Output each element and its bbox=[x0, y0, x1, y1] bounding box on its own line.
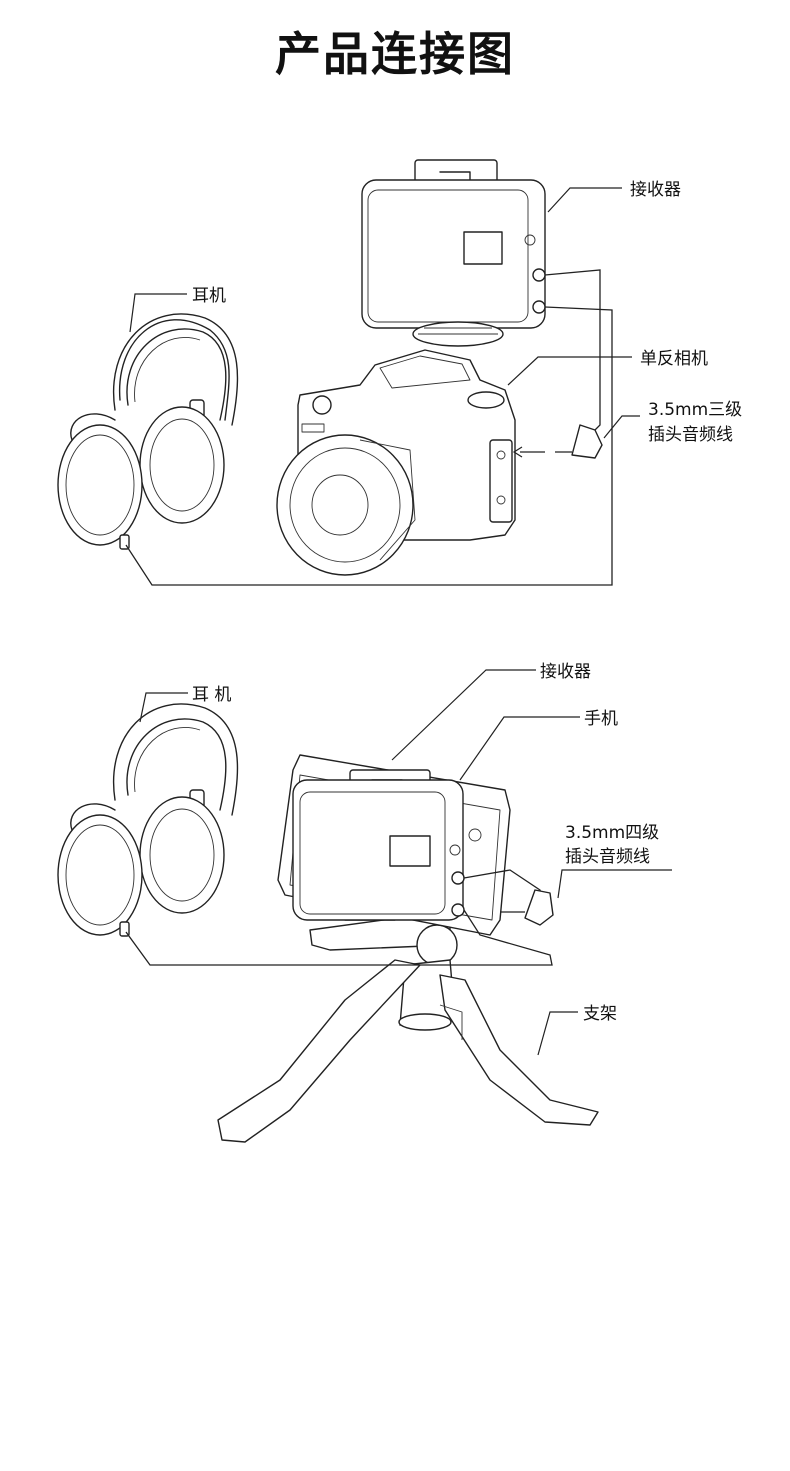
page-title: 产品连接图 bbox=[275, 27, 515, 81]
label-phone: 手机 bbox=[584, 709, 618, 729]
leader-cable-2 bbox=[557, 869, 672, 899]
headphones-illustration-1 bbox=[57, 313, 239, 550]
label-cable-1-line1: 3.5mm三级 bbox=[648, 400, 742, 420]
leader-phone bbox=[459, 716, 580, 781]
cables-2 bbox=[125, 869, 554, 966]
leader-headphones-1 bbox=[129, 293, 187, 333]
label-cable-1-line2: 插头音频线 bbox=[648, 425, 733, 445]
stand-illustration bbox=[217, 914, 599, 1143]
label-stand: 支架 bbox=[583, 1004, 617, 1024]
label-camera: 单反相机 bbox=[640, 349, 708, 369]
label-receiver-1: 接收器 bbox=[630, 180, 681, 200]
label-headphones-1: 耳机 bbox=[192, 286, 226, 306]
diagram-phone-setup: 接收器 耳 机 手机 3.5mm四级 插头音频线 支架 bbox=[57, 662, 672, 1143]
leader-receiver-2 bbox=[391, 669, 536, 761]
cables-1 bbox=[125, 269, 613, 586]
receiver-illustration-1 bbox=[361, 159, 546, 347]
camera-illustration bbox=[276, 349, 516, 576]
leader-stand bbox=[537, 1011, 578, 1056]
leader-camera bbox=[507, 356, 632, 386]
label-cable-2-line2: 插头音频线 bbox=[565, 847, 650, 867]
headphones-illustration-2 bbox=[57, 703, 239, 937]
receiver-illustration-2 bbox=[292, 769, 465, 921]
leader-headphones-2 bbox=[139, 692, 188, 723]
diagram-camera-setup: 接收器 耳机 单反相机 3.5mm三级 插头音频线 bbox=[57, 159, 742, 586]
leader-cable-1 bbox=[603, 415, 640, 439]
label-receiver-2: 接收器 bbox=[540, 662, 591, 682]
label-cable-2-line1: 3.5mm四级 bbox=[565, 823, 659, 843]
leader-receiver-1 bbox=[547, 187, 622, 213]
label-headphones-2: 耳 机 bbox=[192, 685, 231, 705]
